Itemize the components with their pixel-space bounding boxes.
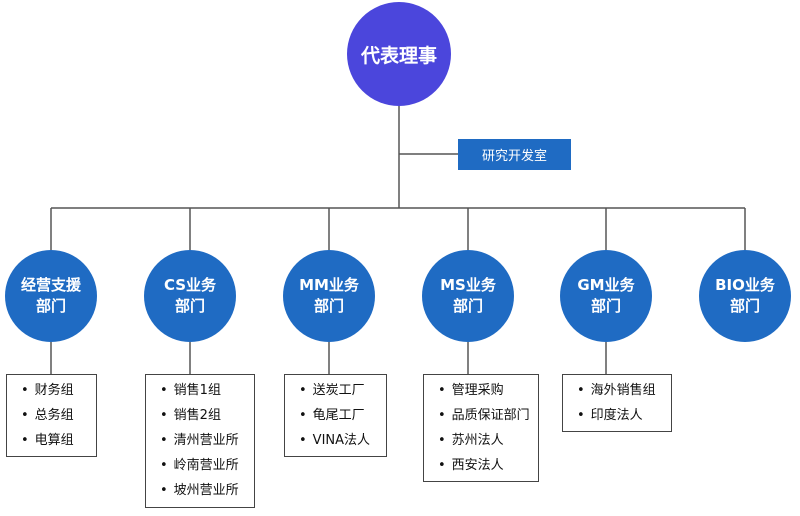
dept-node-5: GM业务 部门 — [560, 250, 652, 342]
list-item: 电算组 — [21, 428, 96, 453]
list-item: 财务组 — [21, 378, 96, 403]
list-item: VINA法人 — [299, 428, 386, 453]
dept-line2: 部门 — [590, 297, 621, 315]
list-item: 海外销售组 — [577, 378, 671, 403]
list-item: 印度法人 — [577, 403, 671, 428]
dept-4-list: 管理采购 品质保证部门 苏州法人 西安法人 — [423, 374, 539, 482]
dept-line1: 经营支援 — [20, 276, 81, 294]
dept-line2: 部门 — [174, 297, 205, 315]
list-item: 品质保证部门 — [438, 403, 538, 428]
list-item: 清州营业所 — [160, 428, 254, 453]
list-item: 西安法人 — [438, 453, 538, 478]
dept-node-6: BIO业务 部门 — [699, 250, 791, 342]
root-label: 代表理事 — [360, 44, 437, 67]
dept-line2: 部门 — [35, 297, 66, 315]
dept-line2: 部门 — [313, 297, 344, 315]
dept-line1: MM业务 — [299, 276, 359, 294]
dept-line1: BIO业务 — [715, 276, 775, 294]
staff-label: 研究开发室 — [481, 149, 547, 164]
staff-node: 研究开发室 — [458, 139, 571, 170]
dept-node-2: CS业务 部门 — [144, 250, 236, 342]
list-item: 送炭工厂 — [299, 378, 386, 403]
dept-line1: CS业务 — [163, 276, 217, 294]
dept-line1: MS业务 — [440, 276, 496, 294]
dept-line2: 部门 — [452, 297, 483, 315]
dept-line1: GM业务 — [577, 276, 635, 294]
dept-node-3: MM业务 部门 — [283, 250, 375, 342]
list-item: 岭南营业所 — [160, 453, 254, 478]
list-item: 苏州法人 — [438, 428, 538, 453]
dept-3-list: 送炭工厂 龟尾工厂 VINA法人 — [284, 374, 387, 457]
list-item: 销售1组 — [160, 378, 254, 403]
dept-line2: 部门 — [729, 297, 760, 315]
dept-2-list: 销售1组 销售2组 清州营业所 岭南营业所 坡州营业所 — [145, 374, 255, 508]
dept-node-4: MS业务 部门 — [422, 250, 514, 342]
list-item: 销售2组 — [160, 403, 254, 428]
list-item: 坡州营业所 — [160, 478, 254, 503]
dept-1-list: 财务组 总务组 电算组 — [6, 374, 97, 457]
dept-5-list: 海外销售组 印度法人 — [562, 374, 672, 432]
dept-node-1: 经营支援 部门 — [5, 250, 97, 342]
list-item: 龟尾工厂 — [299, 403, 386, 428]
list-item: 总务组 — [21, 403, 96, 428]
list-item: 管理采购 — [438, 378, 538, 403]
root-node: 代表理事 — [347, 2, 451, 106]
